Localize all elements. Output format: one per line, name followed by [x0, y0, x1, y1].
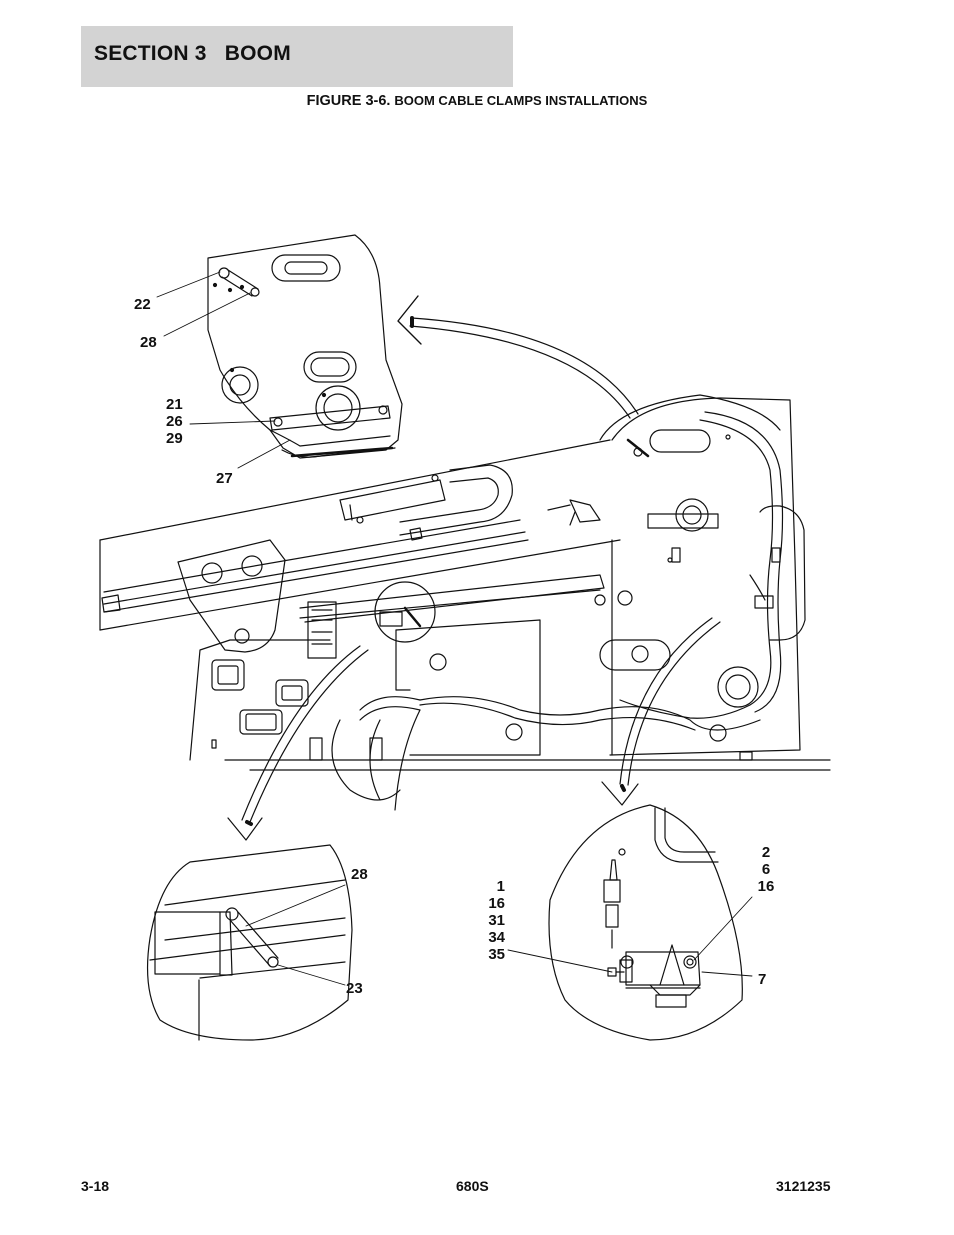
callout-22: 22 — [134, 296, 151, 313]
document-number: 3121235 — [776, 1178, 831, 1194]
callout-text: 35 — [488, 946, 505, 963]
callout-text: 22 — [134, 296, 151, 313]
callout-text: 29 — [166, 430, 183, 447]
callout-text: 21 — [166, 396, 183, 413]
callout-text: 27 — [216, 470, 233, 487]
callout-text: 28 — [351, 866, 368, 883]
figure-title: BOOM CABLE CLAMPS INSTALLATIONS — [394, 93, 648, 108]
callout-text: 1 — [496, 878, 505, 895]
page-number: 3-18 — [81, 1178, 110, 1194]
callout-28-left: 28 — [351, 866, 368, 883]
callout-text: 23 — [346, 980, 363, 997]
callout-1-16-31-34-35: 1 16 31 34 35 — [485, 878, 505, 963]
callout-text: 26 — [166, 413, 183, 430]
callout-text: 7 — [758, 971, 767, 988]
callout-text: 16 — [757, 878, 775, 895]
callout-2-6-16: 2 6 16 — [756, 844, 776, 895]
detail-arrow-top — [397, 295, 639, 419]
main-boom-assembly — [99, 394, 831, 811]
callout-21-26-29: 21 26 29 — [166, 396, 183, 447]
callout-text: 2 — [761, 844, 771, 861]
callout-7: 7 — [758, 971, 766, 988]
callout-text: 16 — [488, 895, 505, 912]
callout-28-top: 28 — [140, 334, 157, 351]
left-detail-view — [146, 844, 353, 1041]
detail-arrows-bottom — [227, 617, 721, 841]
callout-text: 6 — [761, 861, 771, 878]
section-banner: SECTION 3 BOOM — [81, 26, 513, 87]
section-title: SECTION 3 BOOM — [94, 42, 291, 65]
model-name: 680S — [456, 1178, 489, 1194]
callout-27: 27 — [216, 470, 233, 487]
callout-text: 31 — [488, 912, 505, 929]
figure-number: FIGURE 3-6. — [306, 93, 391, 109]
callout-text: 28 — [140, 334, 157, 351]
right-detail-view — [507, 804, 753, 1041]
callout-23: 23 — [346, 980, 363, 997]
callout-text: 34 — [488, 929, 505, 946]
figure-caption: FIGURE 3-6. BOOM CABLE CLAMPS INSTALLATI… — [0, 92, 954, 109]
top-detail-view — [156, 234, 403, 469]
